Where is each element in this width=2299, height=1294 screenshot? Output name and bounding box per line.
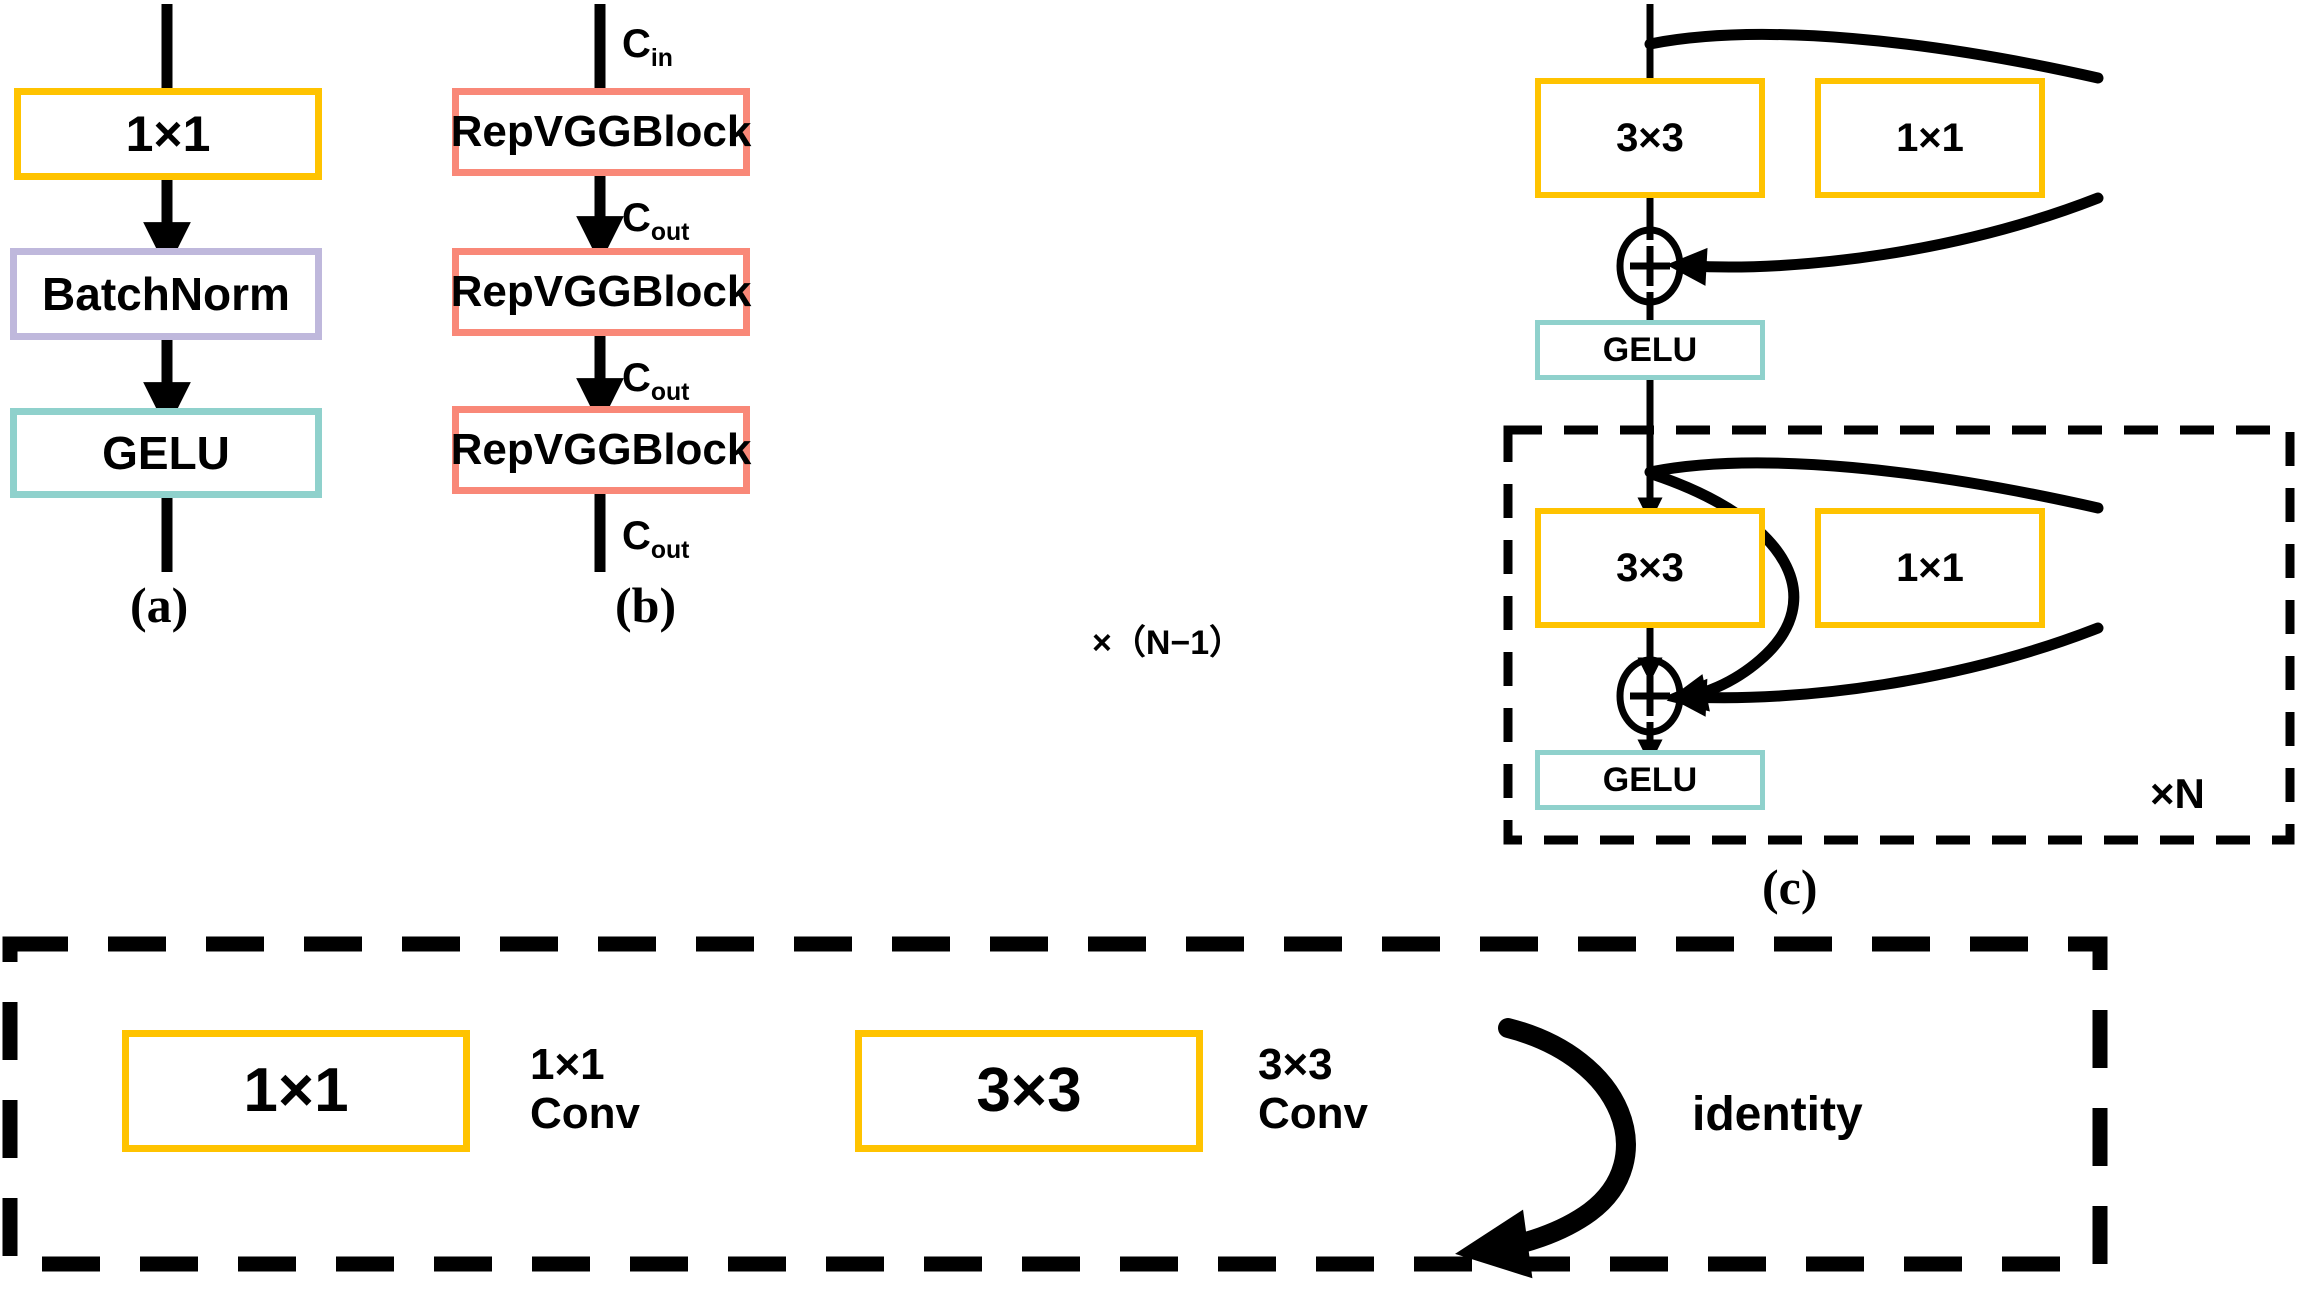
panel-c-top-gelu[interactable]: GELU	[1535, 320, 1765, 380]
panel-a-block-batchnorm-label: BatchNorm	[42, 268, 290, 320]
panel-c-repeat-conv1x1-label: 1×1	[1896, 546, 1964, 590]
panel-b-block-2[interactable]: RepVGGBlock	[450, 248, 752, 336]
panel-c-top-conv3x3-label: 3×3	[1616, 116, 1684, 160]
panel-a-block-batchnorm[interactable]: BatchNorm	[10, 248, 322, 340]
legend-desc-conv3x3: 3×3 Conv	[1258, 1040, 1368, 1139]
panel-c-top-conv1x1[interactable]: 1×1	[1815, 78, 2045, 198]
panel-c-top-connectors	[1630, 4, 2104, 523]
channel-label-out-1: Cout	[622, 196, 690, 246]
panel-a-block-conv1x1[interactable]: 1×1	[14, 88, 322, 180]
channel-label-out-3: Cout	[622, 514, 690, 564]
legend-dashed-border	[2, 936, 2108, 1272]
panel-c-repeat-conv3x3[interactable]: 3×3	[1535, 508, 1765, 628]
panel-b-repeat-note: ×（N−1）	[1092, 624, 1244, 662]
panel-c-repeat-gelu-label: GELU	[1602, 761, 1698, 799]
panel-a-block-gelu-label: GELU	[102, 427, 230, 479]
panel-a-block-gelu[interactable]: GELU	[10, 408, 322, 498]
panel-c-repeat-conv3x3-label: 3×3	[1616, 546, 1684, 590]
panel-c-top-conv3x3[interactable]: 3×3	[1535, 78, 1765, 198]
add-node-repeat	[1616, 656, 1684, 736]
legend-desc-conv3x3-line2: Conv	[1258, 1089, 1368, 1139]
panel-b-block-1[interactable]: RepVGGBlock	[450, 88, 752, 176]
legend-desc-identity: identity	[1692, 1088, 1863, 1141]
legend-desc-conv1x1-line2: Conv	[530, 1089, 640, 1139]
panel-b-block-3-label: RepVGGBlock	[450, 425, 752, 474]
legend-identity-arrow	[1455, 1018, 1636, 1279]
legend-box-conv1x1[interactable]: 1×1	[122, 1030, 470, 1152]
panel-c-repeat-conv1x1[interactable]: 1×1	[1815, 508, 2045, 628]
panel-b-caption: (b)	[615, 577, 677, 633]
legend-desc-conv3x3-line1: 3×3	[1258, 1040, 1333, 1089]
panel-c-caption: (c)	[1762, 859, 1818, 915]
panel-c-repeat-note: ×N	[2150, 770, 2205, 817]
panel-b-block-3[interactable]: RepVGGBlock	[450, 406, 752, 494]
panel-a-block-conv1x1-label: 1×1	[125, 106, 211, 162]
panel-c-top-gelu-label: GELU	[1602, 331, 1698, 369]
channel-label-out-2: Cout	[622, 356, 690, 406]
legend-desc-conv1x1: 1×1 Conv	[530, 1040, 640, 1139]
panel-c-repeat-gelu[interactable]: GELU	[1535, 750, 1765, 810]
legend-box-conv1x1-label: 1×1	[243, 1056, 349, 1125]
legend-desc-conv1x1-line1: 1×1	[530, 1040, 605, 1089]
repeat-group-dashed-border	[1503, 425, 2295, 845]
panel-c-top-conv1x1-label: 1×1	[1896, 116, 1964, 160]
legend-box-conv3x3[interactable]: 3×3	[855, 1030, 1203, 1152]
add-node-top	[1616, 226, 1684, 306]
panel-b-block-2-label: RepVGGBlock	[450, 267, 752, 316]
panel-b-block-1-label: RepVGGBlock	[450, 107, 752, 156]
channel-label-in: Cin	[622, 22, 673, 72]
legend-box-conv3x3-label: 3×3	[976, 1056, 1082, 1125]
panel-a-caption: (a)	[130, 577, 189, 633]
